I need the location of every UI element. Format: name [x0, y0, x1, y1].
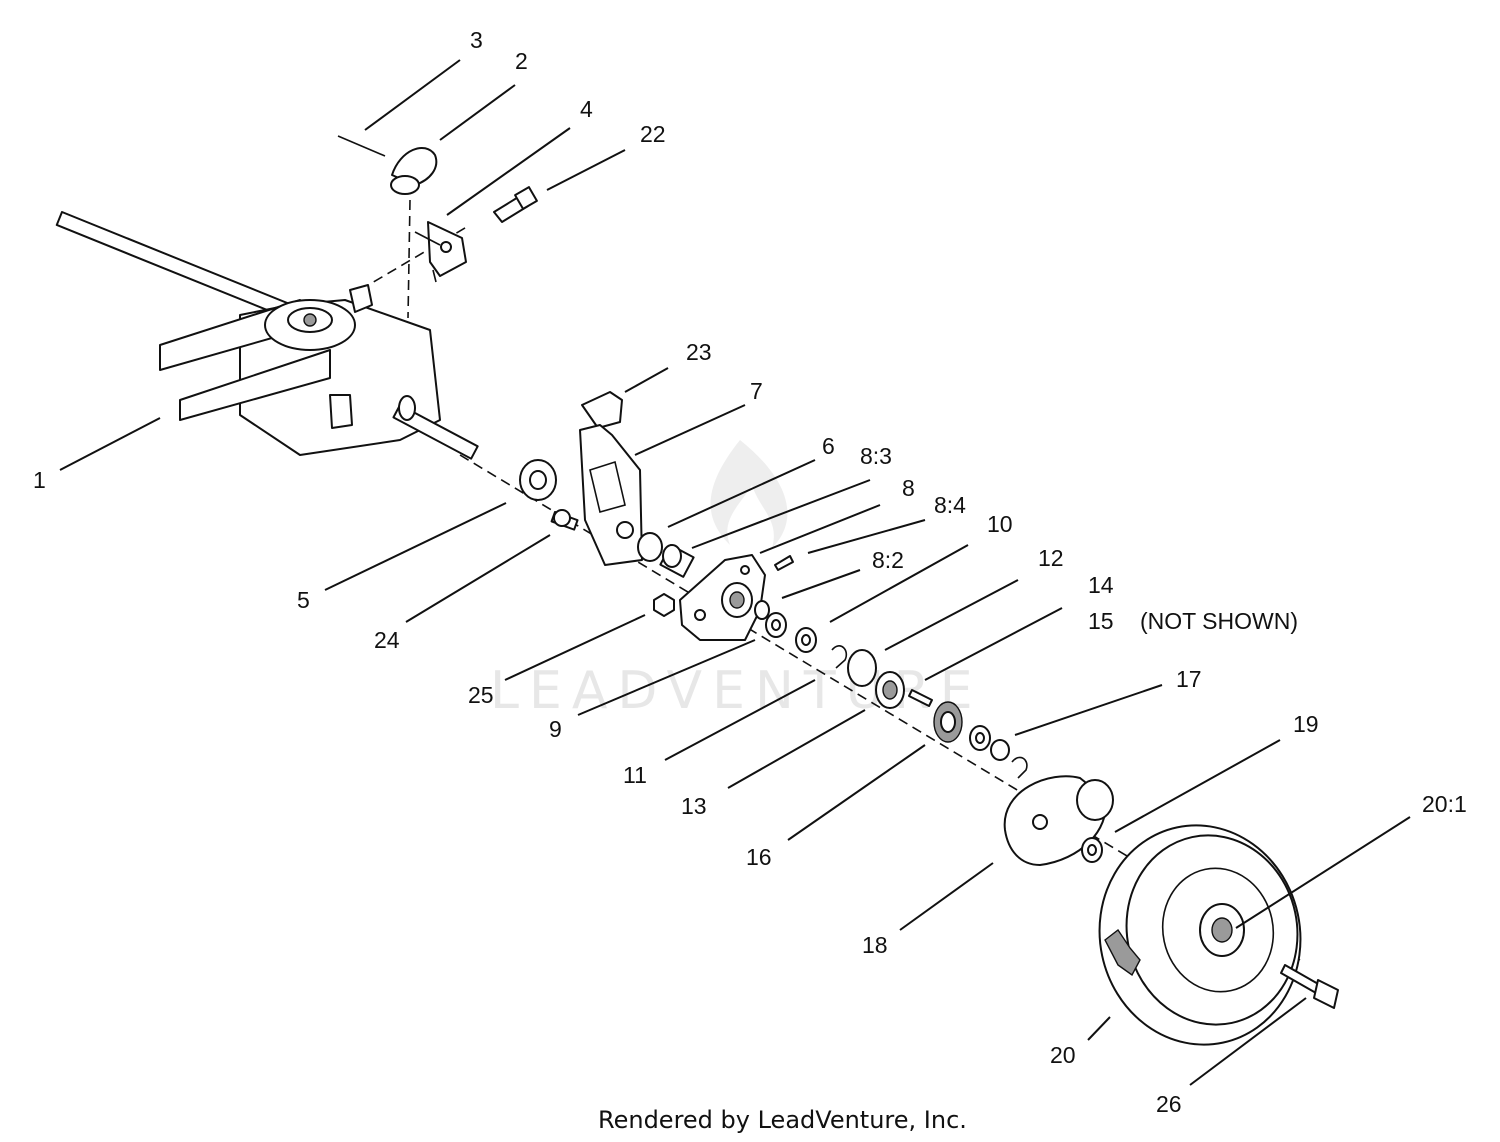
nut-25 — [653, 593, 675, 617]
callout-3: 3 — [470, 27, 483, 53]
gear-cover — [1003, 775, 1114, 866]
watermark-text: LEADVENTURE — [490, 661, 983, 721]
washer-5 — [519, 459, 557, 501]
lever-plate — [579, 424, 643, 566]
transmission-assembly — [55, 211, 479, 460]
callout-8-2: 8:2 — [872, 547, 904, 573]
watermark-logo — [710, 440, 788, 548]
callout-13: 13 — [681, 793, 707, 819]
wheel — [1098, 824, 1302, 1046]
not-shown-note: (NOT SHOWN) — [1140, 608, 1298, 634]
callout-7: 7 — [750, 378, 763, 404]
callout-12: 12 — [1038, 545, 1064, 571]
small-screw — [774, 555, 794, 571]
lever-tip — [581, 391, 623, 429]
ring-12 — [847, 649, 877, 687]
gear-bracket — [679, 554, 766, 641]
callout-2: 2 — [515, 48, 528, 74]
callout-22: 22 — [640, 121, 666, 147]
callout-14: 14 — [1088, 572, 1114, 598]
cam-centerline — [407, 199, 411, 319]
callout-19: 19 — [1293, 711, 1319, 737]
callout-20-1: 20:1 — [1422, 791, 1467, 817]
washer-9 — [765, 612, 787, 638]
callout-26: 26 — [1156, 1091, 1182, 1117]
callout-18: 18 — [862, 932, 888, 958]
washer-19 — [1081, 837, 1103, 863]
callout-labels: 1 3 2 4 22 23 7 5 24 6 8:3 8 8:4 8:2 10 … — [33, 27, 1467, 1117]
ring-6 — [637, 532, 663, 562]
callout-16: 16 — [746, 844, 772, 870]
callout-8-4: 8:4 — [934, 492, 966, 518]
callout-25: 25 — [468, 682, 494, 708]
credit-text: Rendered by LeadVenture, Inc. — [598, 1106, 967, 1134]
bolt-22 — [493, 186, 538, 223]
callout-15: 15 — [1088, 608, 1114, 634]
callout-23: 23 — [686, 339, 712, 365]
bracket-centerline — [359, 224, 471, 291]
callout-1: 1 — [33, 467, 46, 493]
washer-10 — [795, 627, 817, 653]
height-adjust-cam — [390, 146, 438, 195]
callout-11: 11 — [623, 762, 647, 788]
bracket — [414, 221, 467, 283]
pin-14 — [908, 689, 933, 707]
pinion-gear — [933, 701, 963, 743]
callout-20: 20 — [1050, 1042, 1076, 1068]
clip-11 — [831, 645, 848, 669]
leader-lines — [59, 59, 1411, 1086]
bushing — [659, 544, 695, 578]
cotter-pin — [337, 135, 386, 157]
callout-5: 5 — [297, 587, 310, 613]
callout-9: 9 — [549, 716, 562, 742]
bearing-13 — [875, 671, 905, 709]
callout-8-3: 8:3 — [860, 443, 892, 469]
callout-24: 24 — [374, 627, 400, 653]
callout-6: 6 — [822, 433, 835, 459]
callout-17: 17 — [1176, 666, 1202, 692]
screw-24 — [550, 509, 579, 531]
washer-spacer-clip — [969, 725, 1028, 779]
shoulder-bolt — [1280, 964, 1339, 1009]
callout-8: 8 — [902, 475, 915, 501]
callout-4: 4 — [580, 96, 593, 122]
callout-10: 10 — [987, 511, 1013, 537]
washer-8-2 — [754, 600, 770, 620]
